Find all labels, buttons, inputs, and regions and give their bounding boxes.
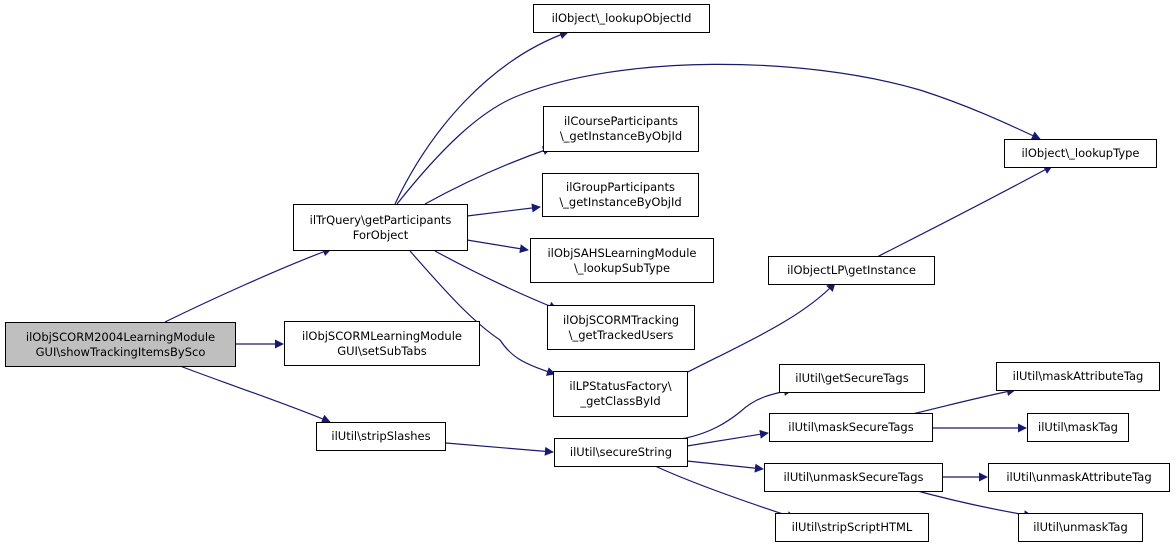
node-label: ilObjSAHSLearningModule \_lookupSubType [547, 245, 697, 275]
node-courseparticipants-getinstancebyobjid[interactable]: ilCourseParticipants \_getInstanceByObjI… [543, 106, 699, 152]
node-scormtracking-gettrackedusers[interactable]: ilObjSCORMTracking \_getTrackedUsers [547, 305, 695, 350]
edge-trquery-groupparticipants [466, 203, 541, 217]
node-label: ilObject\_lookupObjectId [551, 11, 692, 25]
node-label: ilUtil\stripSlashes [331, 429, 431, 443]
node-label: ilUtil\maskAttributeTag [1012, 369, 1144, 383]
node-label: ilLPStatusFactory\ _getClassById [569, 379, 672, 408]
edge-trquery-lpstatusfactory [409, 250, 556, 376]
node-label: ilObjectLP\getInstance [787, 263, 916, 277]
node-label: ilObjSCORMTracking \_getTrackedUsers [562, 312, 680, 342]
edge-objectlp-lookuptype [874, 165, 1053, 259]
node-util-unmasktag[interactable]: ilUtil\unmaskTag [1018, 513, 1143, 542]
node-label: ilCourseParticipants \_getInstanceByObjI… [559, 114, 683, 143]
node-label: ilObject\_lookupType [1021, 146, 1140, 160]
node-util-securestring[interactable]: ilUtil\secureString [554, 438, 688, 467]
node-scormlearningmodulegui-setsubtabs[interactable]: ilObjSCORMLearningModule GUI\setSubTabs [284, 321, 480, 366]
edge-trquery-lookupobjectid [394, 30, 569, 205]
node-label: ilObjSCORM2004LearningModule GUI\showTra… [25, 329, 216, 359]
edge-trquery-courseparticipants [424, 146, 552, 205]
node-lpstatusfactory-getclassbyid[interactable]: ilLPStatusFactory\ _getClassById [553, 371, 688, 417]
node-trquery-getparticipantsforobject[interactable]: ilTrQuery\getParticipants ForObject [293, 204, 468, 251]
node-label: ilObjSCORMLearningModule GUI\setSubTabs [302, 328, 462, 358]
edge-securestring-getsecuretags [674, 387, 793, 441]
node-label: ilUtil\unmaskSecureTags [783, 470, 924, 484]
node-label: ilUtil\secureString [569, 445, 673, 459]
node-util-getsecuretags[interactable]: ilUtil\getSecureTags [779, 364, 925, 393]
edge-lpstatusfactory-objectlp [679, 282, 836, 377]
node-label: ilUtil\getSecureTags [795, 371, 909, 385]
node-groupparticipants-getinstancebyobjid[interactable]: ilGroupParticipants \_getInstanceByObjId [542, 173, 699, 217]
edge-unmasksecuretags-unmasktag [909, 488, 1033, 520]
node-util-unmaskattributetag[interactable]: ilUtil\unmaskAttributeTag [988, 463, 1170, 492]
node-util-maskattributetag[interactable]: ilUtil\maskAttributeTag [996, 362, 1160, 391]
edge-trquery-sahs [466, 239, 529, 254]
edge-securestring-unmasksecuretags [686, 460, 764, 473]
node-objectlp-getinstance[interactable]: ilObjectLP\getInstance [768, 256, 935, 285]
edge-securestring-stripscripthtml [654, 465, 796, 520]
node-label: ilUtil\stripScriptHTML [791, 520, 913, 534]
node-label: ilUtil\maskTag [1038, 420, 1118, 434]
node-showtrackingitemsbysco: ilObjSCORM2004LearningModule GUI\showTra… [5, 322, 236, 367]
edge-stripslashes-securestring [445, 442, 554, 456]
node-label: ilTrQuery\getParticipants ForObject [309, 212, 452, 242]
node-sahslearningmodule-lookupsubtype[interactable]: ilObjSAHSLearningModule \_lookupSubType [530, 238, 714, 283]
edge-securestring-masksecuretags [686, 429, 769, 447]
edge-trquery-lookuptype [396, 63, 1041, 205]
node-util-masksecuretags[interactable]: ilUtil\maskSecureTags [769, 413, 933, 442]
node-util-stripslashes[interactable]: ilUtil\stripSlashes [316, 422, 446, 451]
node-label: ilUtil\maskSecureTags [788, 420, 914, 434]
edge-masksecuretags-maskattributetag [911, 387, 1016, 415]
node-label: ilGroupParticipants \_getInstanceByObjId [559, 180, 682, 209]
edge-root-stripslashes [179, 365, 331, 423]
node-label: ilUtil\unmaskTag [1033, 520, 1128, 534]
node-util-unmasksecuretags[interactable]: ilUtil\unmaskSecureTags [764, 463, 943, 492]
edge-root-trquery [164, 247, 332, 323]
edge-trquery-scormtracking [434, 250, 558, 311]
node-label: ilUtil\unmaskAttributeTag [1006, 470, 1152, 484]
node-util-stripscripthtml[interactable]: ilUtil\stripScriptHTML [775, 513, 929, 542]
node-util-masktag[interactable]: ilUtil\maskTag [1027, 413, 1129, 442]
node-object-lookuptype[interactable]: ilObject\_lookupType [1004, 139, 1157, 168]
node-object-lookupobjectid[interactable]: ilObject\_lookupObjectId [533, 4, 710, 33]
